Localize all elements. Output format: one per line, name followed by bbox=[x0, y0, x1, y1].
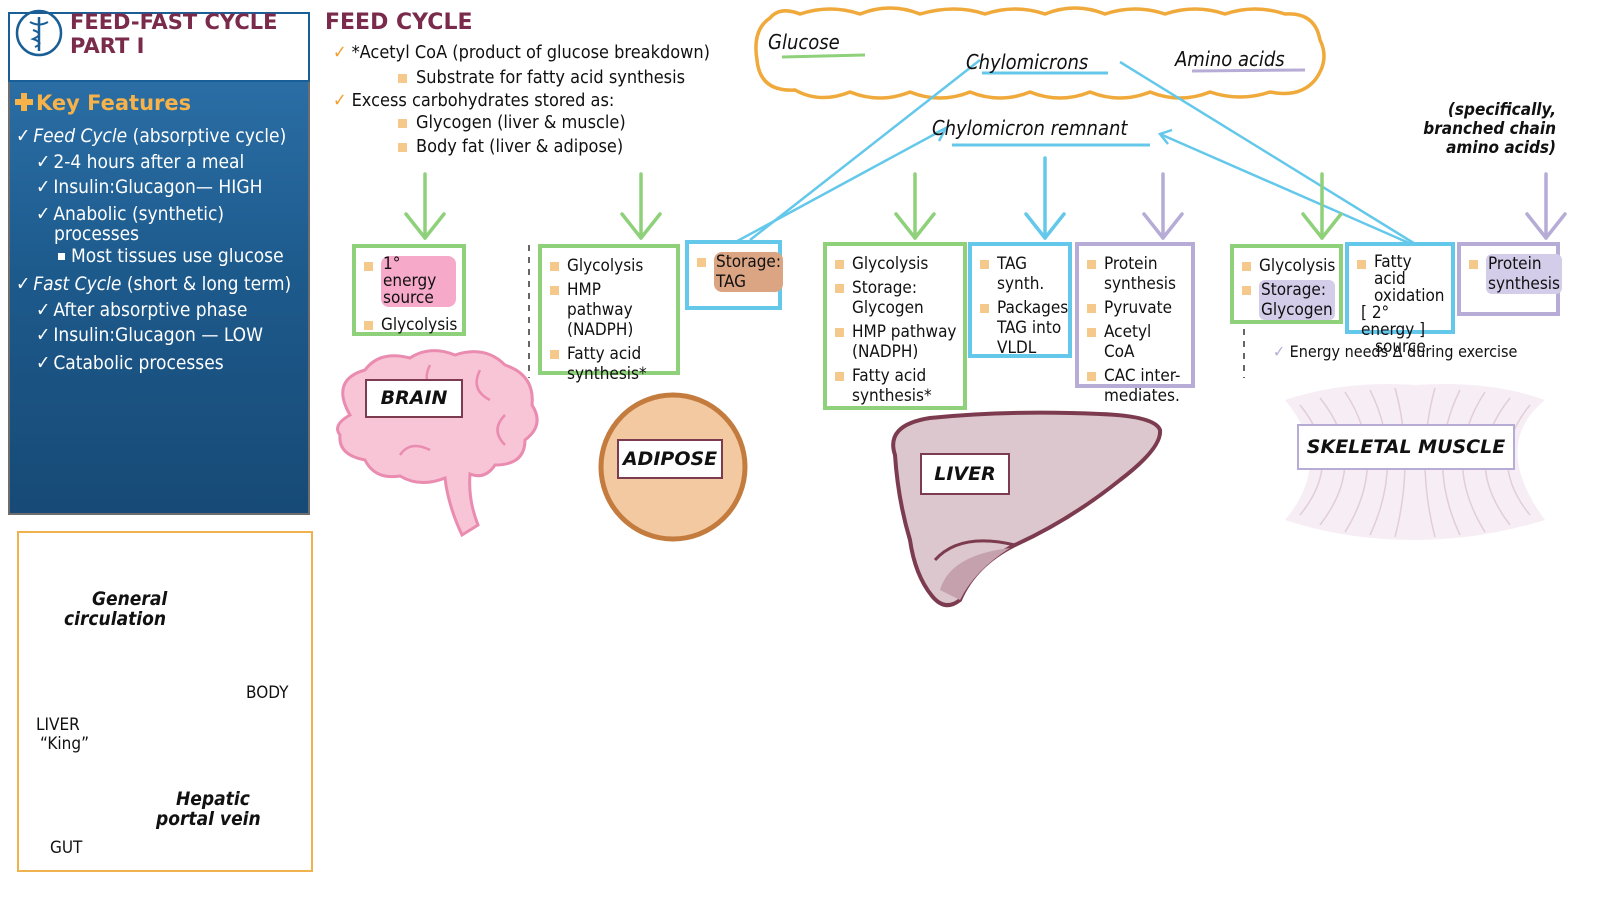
feed-item-3-cont: processes bbox=[54, 223, 140, 245]
liver-item-pyruvate: Pyruvate bbox=[1087, 298, 1185, 318]
liver-item-vldl: Packages TAG into VLDL bbox=[980, 298, 1068, 358]
hepatic-portal-label-2: portal vein bbox=[156, 808, 261, 830]
key-features-panel bbox=[8, 82, 310, 515]
adipose-item-fatty-acid: Fatty acid synthesis* bbox=[550, 344, 670, 384]
liver-item-fatty-acid: Fatty acid synthesis* bbox=[835, 366, 957, 406]
fast-item-2: ✓Insulin:Glucagon — LOW bbox=[36, 324, 264, 346]
feed-subitem: Most tissues use glucose bbox=[58, 245, 284, 267]
liver-protein-box: Protein synthesis Pyruvate Acetyl CoA CA… bbox=[1075, 242, 1195, 406]
adipose-label: ADIPOSE bbox=[617, 439, 723, 479]
muscle-protein-box: Protein synthesis bbox=[1457, 242, 1562, 316]
gut-label: GUT bbox=[50, 838, 83, 858]
caduceus-logo-icon bbox=[15, 9, 63, 57]
fast-item-1: ✓After absorptive phase bbox=[36, 299, 248, 321]
body-label: BODY bbox=[246, 683, 289, 703]
muscle-secondary-source: [ 2° energy ]source bbox=[1361, 303, 1426, 357]
brain-item-energy: 1° energy source bbox=[364, 256, 456, 307]
feed-item-2: ✓Insulin:Glucagon— HIGH bbox=[36, 176, 263, 198]
feed-cycle-title: FEED CYCLE bbox=[325, 10, 473, 35]
liver-item-hmp: HMP pathway (NADPH) bbox=[835, 322, 957, 362]
check-icon: ✓ bbox=[1273, 342, 1286, 361]
liver-label: LIVER bbox=[920, 453, 1010, 495]
chylomicrons-label: Chylomicrons bbox=[966, 50, 1089, 74]
feed-cycle-item: ✓Feed Cycle (absorptive cycle) bbox=[16, 125, 287, 147]
general-circulation-label-2: circulation bbox=[64, 608, 167, 630]
brain-box: 1° energy source Glycolysis bbox=[352, 244, 466, 336]
key-features-title: Key Features bbox=[36, 91, 192, 115]
liver-king-label-1: LIVER bbox=[36, 715, 80, 735]
muscle-item-protein: Protein synthesis bbox=[1469, 254, 1562, 294]
title-line-1: FEED-FAST CYCLE bbox=[70, 10, 278, 34]
liver-item-tag-synth: TAG synth. bbox=[980, 254, 1062, 294]
intestine-outline bbox=[754, 6, 1326, 100]
feed-item-1: ✓2-4 hours after a meal bbox=[36, 151, 245, 173]
liver-item-protein: Protein synthesis bbox=[1087, 254, 1185, 294]
amino-acids-label: Amino acids bbox=[1175, 47, 1285, 71]
adipose-item-hmp: HMP pathway (NADPH) bbox=[550, 280, 670, 340]
liver-tag-box: TAG synth. Packages TAG into VLDL bbox=[968, 242, 1072, 358]
fast-item-3: ✓Catabolic processes bbox=[36, 352, 224, 374]
general-circulation-label-1: General bbox=[92, 588, 168, 610]
chylomicron-remnant-label: Chylomicron remnant bbox=[932, 116, 1128, 140]
fast-cycle-label: Fast Cycle bbox=[33, 273, 122, 295]
muscle-glucose-box: Glycolysis Storage: Glycogen bbox=[1230, 244, 1343, 324]
bcaa-note: (specifically, branched chain amino acid… bbox=[1423, 100, 1556, 158]
muscle-exercise-note: ✓ Energy needs Δ during exercise bbox=[1273, 342, 1518, 361]
liver-item-acetyl: Acetyl CoA bbox=[1087, 322, 1185, 362]
feed-cycle-label: Feed Cycle bbox=[33, 125, 128, 147]
title-line-2: PART I bbox=[70, 34, 145, 58]
acetyl-coa-line: ✓*Acetyl CoA (product of glucose breakdo… bbox=[333, 42, 710, 63]
liver-illustration bbox=[891, 410, 1163, 608]
adipose-item-glycolysis: Glycolysis bbox=[550, 256, 670, 276]
adipose-storage-box: Storage:TAG bbox=[685, 240, 783, 310]
brain-item-glycolysis: Glycolysis bbox=[364, 315, 457, 335]
bodyfat-line: Body fat (liver & adipose) bbox=[398, 136, 623, 158]
liver-item-glycolysis: Glycolysis bbox=[835, 254, 957, 274]
liver-glucose-box: Glycolysis Storage: Glycogen HMP pathway… bbox=[823, 242, 967, 410]
liver-item-storage: Storage: Glycogen bbox=[835, 278, 957, 318]
muscle-item-storage: Storage: Glycogen bbox=[1242, 280, 1335, 320]
brain-label: BRAIN bbox=[365, 379, 463, 418]
glycogen-line: Glycogen (liver & muscle) bbox=[398, 112, 626, 134]
liver-item-cac: CAC inter-mediates. bbox=[1087, 366, 1185, 406]
substrate-line: Substrate for fatty acid synthesis bbox=[398, 67, 685, 89]
skeletal-muscle-label: SKELETAL MUSCLE bbox=[1297, 424, 1515, 470]
circulation-inset bbox=[17, 531, 313, 872]
excess-carbs-line: ✓Excess carbohydrates stored as: bbox=[333, 90, 615, 111]
adipose-storage-item: Storage:TAG bbox=[697, 252, 783, 292]
fast-cycle-rest: (short & long term) bbox=[121, 273, 292, 295]
muscle-item-glycolysis: Glycolysis bbox=[1242, 256, 1335, 276]
feed-cycle-rest: (absorptive cycle) bbox=[127, 125, 287, 147]
page-title: FEED-FAST CYCLE PART I bbox=[70, 10, 296, 58]
adipose-metabolism-box: Glycolysis HMP pathway (NADPH) Fatty aci… bbox=[538, 244, 680, 384]
feed-item-3: ✓Anabolic (synthetic) bbox=[36, 203, 225, 225]
glucose-label: Glucose bbox=[768, 30, 840, 54]
liver-king-label-2: “King” bbox=[40, 734, 89, 754]
hepatic-portal-label-1: Hepatic bbox=[176, 788, 250, 810]
fast-cycle-item: ✓Fast Cycle (short & long term) bbox=[16, 273, 292, 295]
plus-icon bbox=[15, 93, 33, 111]
